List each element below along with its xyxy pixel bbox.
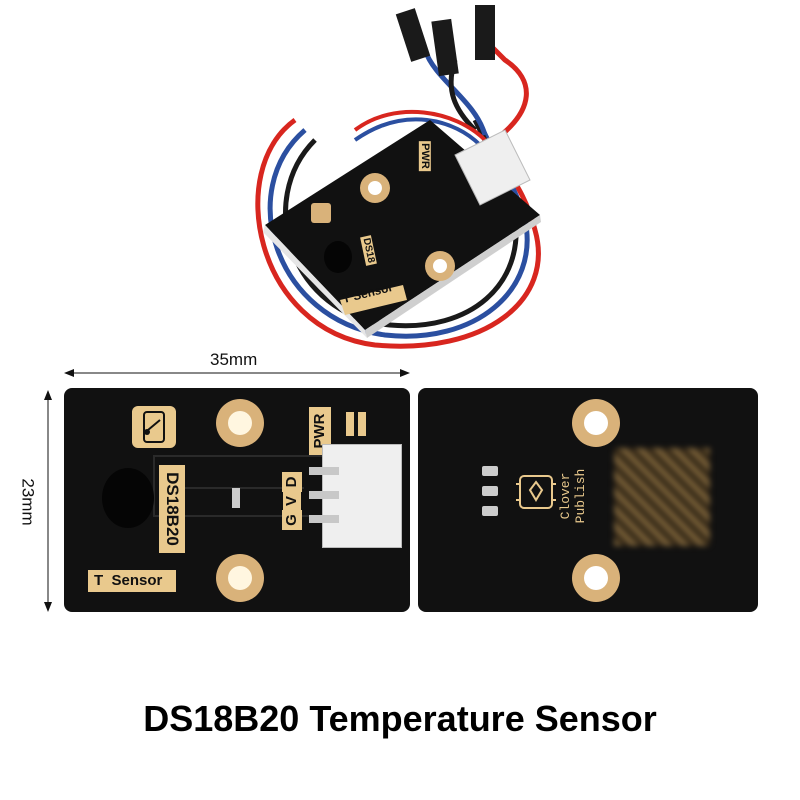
pin-label-g: G — [282, 510, 302, 530]
wires-svg — [255, 5, 541, 349]
board-front: DS18B20 PWR G V D T Sensor — [64, 388, 410, 612]
board-back: Clover Publish — [418, 388, 758, 612]
height-label: 23mm — [18, 478, 38, 526]
width-arrow-icon — [64, 369, 410, 377]
brand-line-2: Publish — [573, 468, 588, 524]
pin-label-d: D — [282, 472, 302, 492]
resistor-component — [358, 412, 366, 436]
temperature-sensor-chip — [102, 468, 154, 528]
qr-code — [614, 448, 710, 546]
width-dimension — [64, 360, 410, 380]
brand-text: Clover Publish — [558, 464, 618, 528]
page-title: DS18B20 Temperature Sensor — [143, 698, 657, 739]
back-pads-svg — [482, 399, 620, 602]
brand-line-1: Clover — [558, 472, 573, 520]
jst-connector — [309, 444, 402, 548]
thermometer-icon — [132, 406, 176, 448]
sensor-label: T Sensor — [88, 570, 176, 592]
photo-pwr-label: PWR — [418, 141, 431, 171]
height-dimension — [40, 390, 60, 612]
product-photo — [235, 0, 565, 360]
chip-logo-icon — [514, 470, 558, 514]
led-component — [346, 412, 354, 436]
front-traces-svg — [153, 399, 391, 602]
width-label: 35mm — [210, 350, 258, 369]
pin-label-v: V — [283, 491, 301, 511]
height-arrow-icon — [44, 390, 52, 612]
chip-label: DS18B20 — [159, 465, 185, 553]
